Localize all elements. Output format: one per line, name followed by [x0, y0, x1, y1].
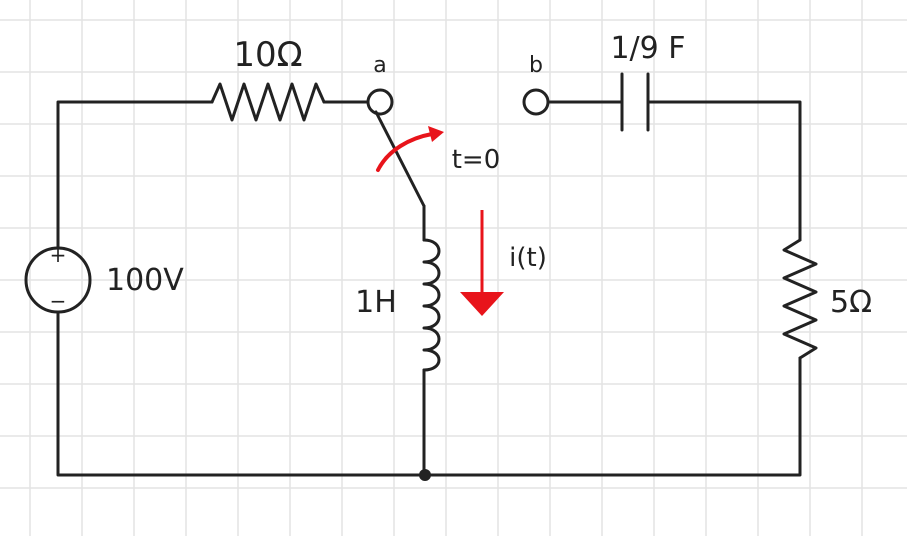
inductor-1h: [422, 238, 441, 372]
current-arrowhead: [460, 292, 504, 316]
right-bottom-wire: [423, 356, 802, 477]
label-r2: 5Ω: [830, 285, 872, 320]
switch-arc-arrowhead: [428, 126, 444, 142]
label-inductor: 1H: [355, 285, 397, 320]
node-b-terminal: [522, 88, 550, 116]
resistor-5ohm: [782, 238, 818, 360]
switch-blade: [374, 110, 426, 208]
node-a-terminal: [366, 88, 394, 116]
source-minus-sign: −: [50, 289, 67, 313]
label-capacitor: 1/9 F: [610, 31, 685, 66]
label-node-a: a: [373, 53, 386, 78]
left-lower-wire: [56, 310, 427, 477]
left-wire: [56, 100, 214, 250]
label-switch-time: t=0: [452, 145, 501, 175]
right-top-wire: [646, 100, 802, 242]
label-r1: 10Ω: [233, 35, 302, 75]
label-current: i(t): [509, 243, 547, 273]
source-plus-sign: +: [50, 243, 67, 267]
label-source: 100V: [106, 263, 184, 298]
resistor-10ohm: [210, 82, 326, 122]
label-node-b: b: [529, 53, 543, 78]
voltage-source: [24, 246, 92, 314]
switch-arc-arrow: [376, 132, 434, 172]
